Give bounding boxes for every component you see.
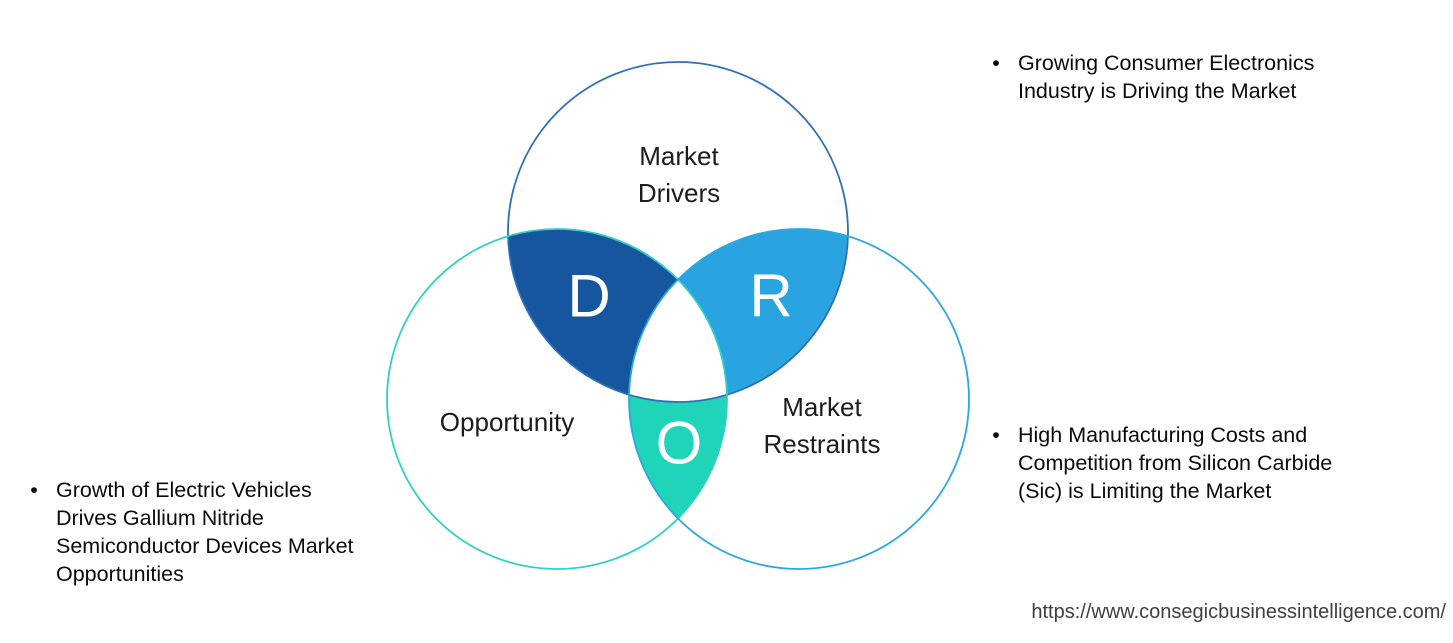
restraints-label-line2: Restraints xyxy=(763,429,880,459)
restraints-circle xyxy=(628,228,970,570)
bullet-icon: • xyxy=(992,51,1000,75)
opportunity-label: Opportunity xyxy=(440,407,574,437)
drivers-circle xyxy=(507,61,849,403)
letter-d: D xyxy=(567,263,610,330)
restraint-note: • High Manufacturing Costs and Competiti… xyxy=(986,421,1332,505)
restraint-note-line: (Sic) is Limiting the Market xyxy=(1018,479,1272,503)
drivers-opportunity-overlap xyxy=(508,228,678,395)
drivers-label-line2: Drivers xyxy=(638,178,720,208)
opportunity-note: • Growth of Electric Vehicles Drives Gal… xyxy=(24,476,354,588)
driver-note-line: Growing Consumer Electronics xyxy=(1018,51,1315,75)
opportunity-note-line: Opportunities xyxy=(56,562,184,586)
bullet-icon: • xyxy=(992,423,1000,447)
letter-o: O xyxy=(656,410,703,477)
driver-note-line: Industry is Driving the Market xyxy=(1018,79,1297,103)
drivers-restraints-overlap xyxy=(678,228,848,395)
bullet-icon: • xyxy=(30,478,38,502)
opportunity-note-line: Drives Gallium Nitride xyxy=(56,506,264,530)
source-url: https://www.consegicbusinessintelligence… xyxy=(1031,601,1446,623)
drivers-label-line1: Market xyxy=(639,141,719,171)
opportunity-note-line: Semiconductor Devices Market xyxy=(56,534,354,558)
restraint-note-line: High Manufacturing Costs and xyxy=(1018,423,1308,447)
restraints-label-line1: Market xyxy=(782,392,862,422)
letter-r: R xyxy=(749,263,792,330)
opportunity-note-line: Growth of Electric Vehicles xyxy=(56,478,312,502)
restraint-note-line: Competition from Silicon Carbide xyxy=(1018,451,1333,475)
driver-note: • Growing Consumer Electronics Industry … xyxy=(986,49,1314,105)
opportunity-circle xyxy=(386,228,728,570)
opportunity-restraints-overlap xyxy=(628,395,728,518)
